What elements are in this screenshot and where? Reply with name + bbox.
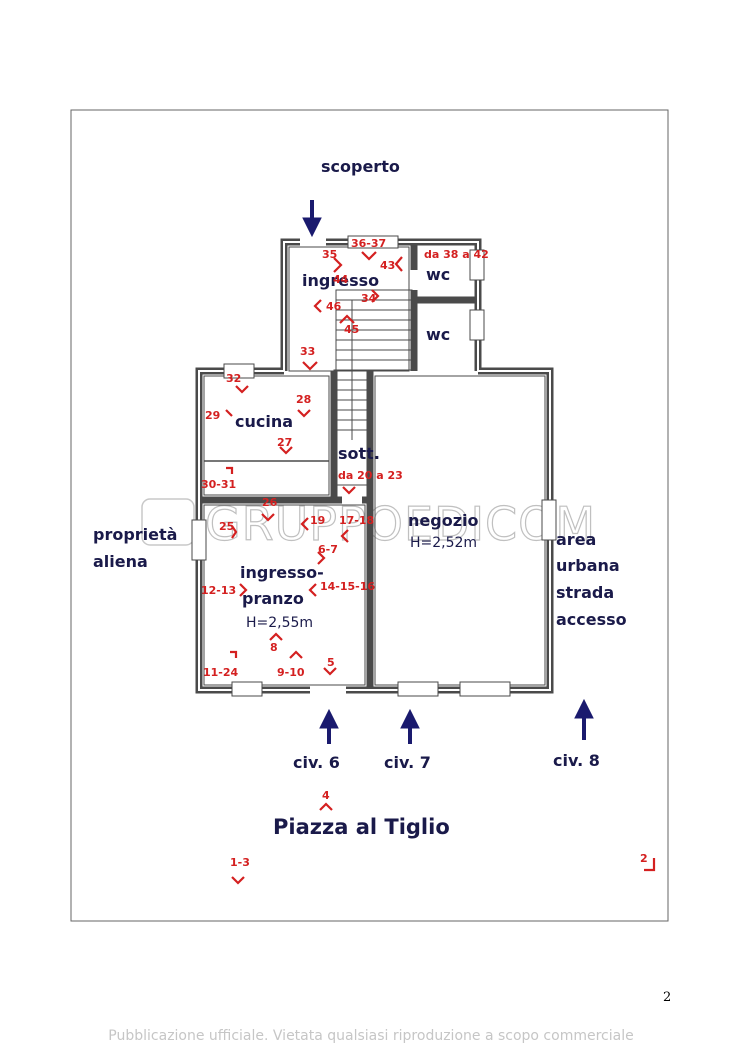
footer-disclaimer: Pubblicazione ufficiale. Vietata qualsia… <box>108 1028 634 1044</box>
room-wc-label: wc <box>426 265 450 284</box>
photo-marker-label: 9-10 <box>277 666 305 679</box>
area-label-3: strada <box>556 583 614 602</box>
photo-marker-label: 45 <box>344 323 359 336</box>
camera-direction-icon <box>225 409 233 417</box>
camera-direction-icon <box>308 583 317 597</box>
photo-marker-label: 19 <box>310 514 325 527</box>
scoperto-label: scoperto <box>321 157 400 176</box>
camera-direction-icon <box>279 446 293 455</box>
camera-direction-icon <box>261 513 275 522</box>
camera-direction-icon <box>340 529 349 543</box>
arrow-up-icon <box>574 698 594 740</box>
photo-marker-label: 44 <box>333 273 349 286</box>
photo-marker-label: 14-15-16 <box>320 580 375 593</box>
drawing-frame <box>70 109 669 922</box>
civ-7-label: civ. 7 <box>384 753 431 772</box>
window <box>223 363 255 379</box>
camera-direction-icon <box>302 361 318 371</box>
window <box>541 499 557 541</box>
photo-marker-label: 2 <box>640 852 648 865</box>
camera-direction-icon <box>269 632 283 641</box>
camera-direction-icon <box>323 667 337 676</box>
room-ingresso-label: ingresso <box>302 271 379 290</box>
photo-marker-label: 35 <box>322 248 337 261</box>
camera-direction-icon <box>231 876 245 885</box>
window <box>469 309 485 341</box>
ingresso-pranzo-height-label: H=2,55m <box>246 615 313 631</box>
proprieta-aliena-label-1: proprietà <box>93 525 177 544</box>
camera-direction-icon <box>235 385 249 394</box>
camera-direction-icon <box>361 251 377 261</box>
negozio-height-label: H=2,52m <box>410 535 477 551</box>
arrow-up-icon <box>400 708 420 744</box>
photo-marker-label: 25 <box>219 520 234 533</box>
camera-direction-icon <box>289 650 303 659</box>
photo-markers: 35 36-37 da 38 a 42 43 44 46 34 45 33 32… <box>201 237 648 869</box>
camera-direction-icon <box>342 486 356 495</box>
camera-direction-icon <box>644 858 656 872</box>
photo-marker-label: da 20 a 23 <box>338 469 403 482</box>
photo-marker-label: 26 <box>262 496 278 509</box>
photo-marker-label: 32 <box>226 372 241 385</box>
window <box>231 681 263 697</box>
camera-direction-icon <box>333 257 343 273</box>
windows <box>191 235 557 697</box>
room-wc-label: wc <box>426 325 450 344</box>
photo-marker-label: 1-3 <box>230 856 250 869</box>
photo-marker-label: 28 <box>296 393 311 406</box>
entrance-arrows <box>302 200 594 744</box>
photo-marker-label: 29 <box>205 409 220 422</box>
camera-direction-icon <box>319 802 333 811</box>
room-sottoscala-label: sott. <box>338 444 380 463</box>
photo-marker-label: 27 <box>277 436 292 449</box>
area-label-1: area <box>556 530 596 549</box>
room-cucina-label: cucina <box>235 412 293 431</box>
piazza-label: Piazza al Tiglio <box>273 815 450 839</box>
photo-marker-label: 43 <box>380 259 395 272</box>
area-label-4: accesso <box>556 610 627 629</box>
page-number: 2 <box>663 990 672 1005</box>
room-negozio-label: negozio <box>408 511 478 530</box>
photo-marker-label: da 38 a 42 <box>424 248 489 261</box>
camera-direction-icon <box>313 299 322 313</box>
photo-marker-label: 33 <box>300 345 315 358</box>
camera-direction-icon <box>300 517 309 531</box>
civ-8-label: civ. 8 <box>553 751 600 770</box>
room-ingresso-pranzo-label-2: pranzo <box>242 589 304 608</box>
civ-6-label: civ. 6 <box>293 753 340 772</box>
arrow-up-icon <box>319 708 339 744</box>
photo-marker-label: 6-7 <box>318 543 338 556</box>
photo-marker-label: 30-31 <box>201 478 236 491</box>
watermark-text: GRUPPOEDICOM <box>205 497 596 551</box>
photo-marker-label: 8 <box>270 641 278 654</box>
photo-marker-label: 46 <box>326 300 342 313</box>
camera-direction-icon <box>231 525 238 539</box>
camera-direction-icon <box>394 256 403 272</box>
camera-direction-icon <box>239 583 248 597</box>
window <box>469 249 485 281</box>
proprieta-aliena-label-2: aliena <box>93 552 148 571</box>
window <box>191 519 207 561</box>
photo-marker-label: 12-13 <box>201 584 236 597</box>
camera-direction-icon <box>371 289 380 303</box>
window <box>397 681 439 697</box>
photo-marker-label: 11-24 <box>203 666 239 679</box>
camera-direction-icon <box>317 551 326 565</box>
photo-marker-label: 36-37 <box>351 237 386 250</box>
staircase <box>333 289 413 486</box>
window <box>347 235 399 249</box>
camera-direction-icon <box>339 314 355 324</box>
photo-marker-label: 4 <box>322 789 330 802</box>
window <box>459 681 511 697</box>
camera-direction-icon <box>297 409 311 418</box>
camera-direction-icon <box>230 650 238 658</box>
photo-marker-label: 17-18 <box>339 514 374 527</box>
room-ingresso-pranzo-label-1: ingresso- <box>240 563 324 582</box>
watermark: GRUPPOEDICOM <box>141 496 596 552</box>
area-label-2: urbana <box>556 556 620 575</box>
camera-direction-icon <box>226 466 234 474</box>
arrow-down-icon <box>302 200 322 238</box>
photo-marker-label: 5 <box>327 656 335 669</box>
